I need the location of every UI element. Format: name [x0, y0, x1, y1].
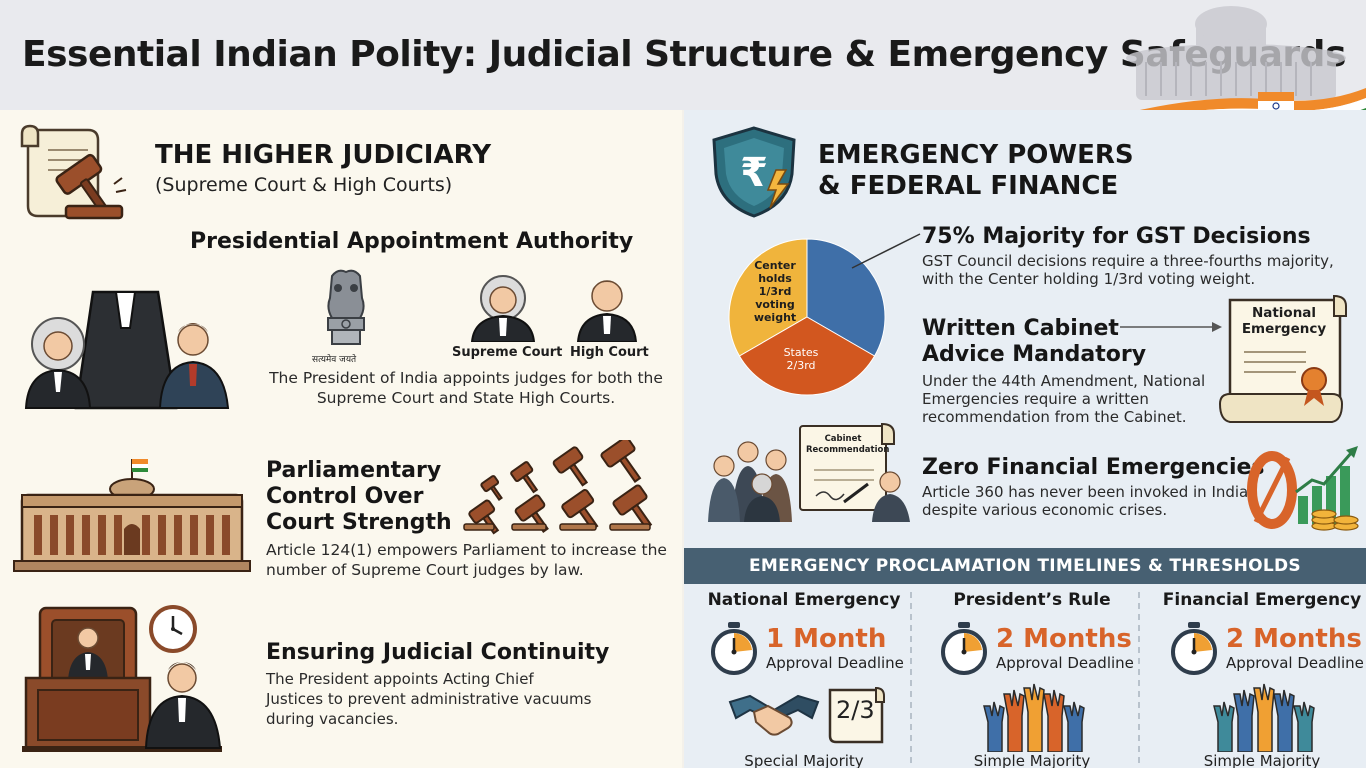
- pie-pointer-line: [851, 233, 921, 269]
- parliament-text-line1: Article 124(1) empowers Parliament to in…: [266, 541, 667, 559]
- special-majority-fraction: 2/3: [836, 696, 875, 724]
- financial-text-line1: Article 360 has never been invoked in In…: [922, 483, 1254, 501]
- emergency-document-label-line2: Emergency: [1241, 321, 1327, 338]
- national-emblem-icon: [327, 269, 365, 345]
- judiciary-section-subtitle: (Supreme Court & High Courts): [155, 174, 453, 196]
- continuity-text-line1: The President appoints Acting Chief: [266, 670, 534, 688]
- clock-icon: [149, 605, 197, 653]
- cabinet-board-label-line1: Cabinet: [824, 434, 862, 444]
- financial-heading: Zero Financial Emergencies: [922, 455, 1265, 480]
- raised-hands-crowd-icon: [1213, 683, 1315, 752]
- raised-hands-crowd-icon: [983, 683, 1085, 752]
- national-emergency-deadline: Approval Deadline: [766, 654, 904, 672]
- column-divider-1: [910, 592, 912, 768]
- emergency-document-label-line1: National: [1251, 305, 1317, 321]
- timelines-band: EMERGENCY PROCLAMATION TIMELINES & THRES…: [684, 548, 1366, 584]
- parliament-building-icon: [13, 459, 251, 572]
- gst-pie-chart: [728, 238, 886, 396]
- pie-center-label-line2: holds: [758, 271, 792, 285]
- national-emergency-column-title: National Emergency: [707, 590, 901, 610]
- pie-slice-states-orange: [738, 316, 876, 396]
- emergency-document-icon: [1218, 294, 1347, 423]
- high-court-label: High Court: [570, 345, 649, 360]
- high-court-judge-icon: [576, 280, 638, 342]
- parliament-text-line2: number of Supreme Court judges by law.: [266, 561, 584, 579]
- stopwatch-icon: [941, 622, 987, 675]
- presidents-rule-majority: Simple Majority: [973, 752, 1091, 768]
- gavels-cluster-icon: [463, 440, 653, 535]
- pie-states-label-line2: 2/3rd: [786, 359, 816, 373]
- national-emergency-duration: 1 Month: [766, 624, 887, 654]
- financial-text-line2: despite various economic crises.: [922, 501, 1168, 519]
- page-title: Essential Indian Polity: Judicial Struct…: [22, 34, 1346, 75]
- continuity-text-line3: during vacancies.: [266, 710, 399, 728]
- gst-text-line1: GST Council decisions require a three-fo…: [922, 252, 1334, 270]
- timelines-band-title: EMERGENCY PROCLAMATION TIMELINES & THRES…: [749, 556, 1301, 576]
- pie-center-label-line1: Center: [754, 259, 796, 272]
- continuity-heading: Ensuring Judicial Continuity: [266, 640, 610, 665]
- cabinet-board-label-line2: Recommendation: [806, 444, 890, 455]
- svg-text:₹: ₹: [740, 150, 768, 196]
- zero-coins-trend-icon: [1247, 446, 1359, 531]
- cabinet-meeting-icon: [708, 422, 910, 522]
- stopwatch-icon: [1171, 622, 1217, 675]
- scroll-gavel-icon: [20, 124, 127, 220]
- emergency-section-title-line1: EMERGENCY POWERS: [818, 140, 1134, 170]
- column-divider-2: [1138, 592, 1140, 768]
- cabinet-text-line1: Under the 44th Amendment, National: [922, 372, 1206, 390]
- presidents-rule-duration: 2 Months: [996, 624, 1132, 654]
- cabinet-heading-line2: Advice Mandatory: [922, 342, 1147, 367]
- judges-group-icon: [24, 290, 230, 410]
- handshake-icon: [728, 694, 820, 736]
- emergency-document-label: National Emergency: [1232, 305, 1336, 337]
- parliament-heading-line3: Court Strength: [266, 510, 452, 535]
- financial-emergency-majority: Simple Majority: [1203, 752, 1321, 768]
- emblem-caption: सत्यमेव जयते: [312, 355, 357, 365]
- courtroom-judge-icon: [22, 606, 222, 752]
- parliament-heading-line1: Parliamentary: [266, 458, 442, 483]
- shield-rupee-icon: ₹: [712, 126, 796, 218]
- national-emergency-majority: Special Majority: [744, 752, 864, 768]
- continuity-text-line2: Justices to prevent administrative vacuu…: [266, 690, 592, 708]
- gst-heading: 75% Majority for GST Decisions: [922, 224, 1311, 249]
- emergency-finance-panel: [684, 110, 1366, 768]
- pie-center-label-line3: 1/3rd: [758, 284, 792, 298]
- presidents-rule-deadline: Approval Deadline: [996, 654, 1134, 672]
- emergency-section-title-line2: & FEDERAL FINANCE: [818, 171, 1119, 201]
- financial-emergency-column-title: Financial Emergency: [1162, 590, 1362, 610]
- cabinet-text-line3: recommendation from the Cabinet.: [922, 408, 1187, 426]
- supreme-court-judge-icon: [470, 275, 536, 342]
- judiciary-section-title: THE HIGHER JUDICIARY: [155, 140, 492, 170]
- appointment-text: The President of India appoints judges f…: [269, 369, 663, 408]
- financial-emergency-duration: 2 Months: [1226, 624, 1362, 654]
- pie-slice-center: [728, 238, 808, 357]
- appointment-heading: Presidential Appointment Authority: [190, 229, 634, 254]
- cabinet-heading-line1: Written Cabinet: [922, 316, 1119, 341]
- cabinet-text-line2: Emergencies require a written: [922, 390, 1149, 408]
- header: Essential Indian Polity: Judicial Struct…: [0, 0, 1366, 136]
- stopwatch-icon: [711, 622, 757, 675]
- pie-center-label: Center holds 1/3rd voting weight: [738, 259, 812, 325]
- pie-states-label: States 2/3rd: [774, 346, 828, 372]
- financial-emergency-deadline: Approval Deadline: [1226, 654, 1364, 672]
- pie-center-label-line4: voting weight: [753, 297, 797, 324]
- pie-states-label-line1: States: [783, 346, 819, 359]
- presidents-rule-column-title: President’s Rule: [953, 590, 1111, 610]
- pie-slice-states-blue: [806, 238, 886, 357]
- arrow-right-icon: [1120, 322, 1222, 332]
- fraction-document-icon: [828, 686, 885, 744]
- gst-text-line2: with the Center holding 1/3rd voting wei…: [922, 270, 1256, 288]
- cabinet-board-label: Cabinet Recommendation: [806, 434, 890, 455]
- parliament-heading-line2: Control Over: [266, 484, 424, 509]
- supreme-court-label: Supreme Court: [452, 345, 563, 360]
